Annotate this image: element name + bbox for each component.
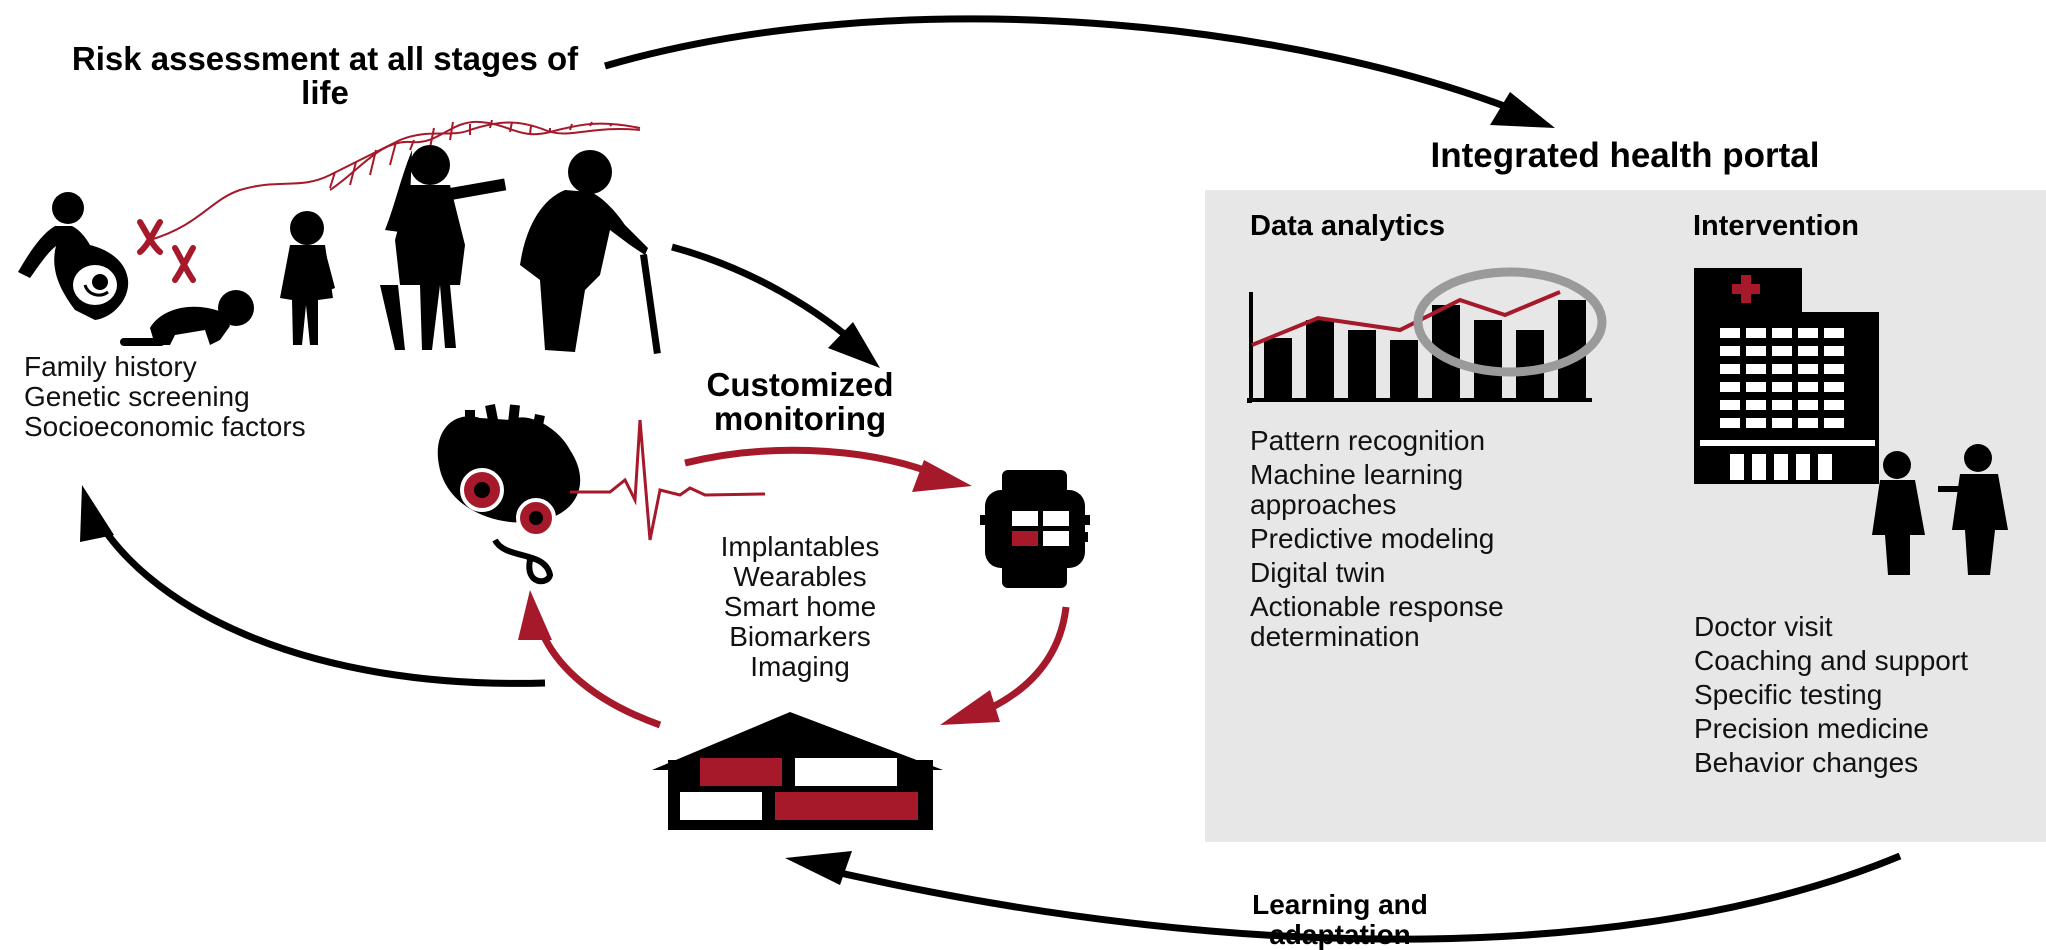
- data-analytics-heading: Data analytics: [1250, 210, 1446, 242]
- analytics-list: Pattern recognition Machine learning app…: [1250, 426, 1650, 656]
- intervention-item: Coaching and support: [1694, 645, 1968, 676]
- analytics-item: Pattern recognition: [1250, 425, 1486, 456]
- intervention-heading: Intervention: [1693, 210, 1859, 242]
- doctor-patient-icon: [1872, 444, 2008, 575]
- hospital-icon: [1694, 268, 1879, 484]
- magnifier-icon: [1413, 267, 1607, 377]
- analytics-item: Actionable response determination: [1250, 591, 1504, 652]
- monitoring-item: Imaging: [750, 651, 850, 682]
- risk-factor-list: Family history Genetic screening Socioec…: [24, 352, 324, 442]
- red-arrow-heart-to-watch: [684, 446, 972, 492]
- intervention-item: Precision medicine: [1694, 713, 1929, 744]
- child-icon: [280, 211, 335, 345]
- red-arrow-watch-to-home: [940, 606, 1070, 725]
- smart-home-icon: [652, 712, 943, 830]
- intervention-item: Doctor visit: [1694, 611, 1833, 642]
- crawling-baby-icon: [120, 290, 254, 346]
- dna-strand-icon: [149, 119, 641, 241]
- cycle-arrow-top: [604, 15, 1555, 128]
- analytics-item: Predictive modeling: [1250, 523, 1495, 554]
- ecg-wave-icon: [570, 419, 766, 541]
- cycle-arrow-bottom: [785, 851, 1902, 943]
- analytics-item: Digital twin: [1250, 557, 1386, 588]
- heart-implant-icon: [437, 404, 581, 585]
- cycle-arrow-left: [80, 485, 546, 687]
- arrow-to-monitoring: [671, 243, 880, 368]
- intervention-item: Behavior changes: [1694, 747, 1919, 778]
- risk-factor-item: Genetic screening: [24, 381, 250, 412]
- risk-factor-item: Family history: [24, 351, 197, 382]
- risk-assessment-title: Risk assessment at all stages of life: [71, 40, 579, 111]
- woman-with-tablet-icon: [380, 145, 507, 350]
- customized-monitoring-title: Customized monitoring: [706, 366, 894, 437]
- smartwatch-icon: [980, 470, 1090, 588]
- elderly-person-with-cane-icon: [520, 150, 661, 355]
- intervention-list: Doctor visit Coaching and support Specif…: [1694, 612, 2044, 782]
- monitoring-item: Wearables: [733, 561, 867, 592]
- risk-factor-item: Socioeconomic factors: [24, 411, 306, 442]
- hospital-windows: [1700, 328, 1875, 480]
- monitoring-item: Implantables: [720, 531, 880, 562]
- monitoring-item: Smart home: [723, 591, 877, 622]
- health-portal-title: Integrated health portal: [1430, 136, 1820, 175]
- intervention-item: Specific testing: [1694, 679, 1883, 710]
- chromosome-icon: [137, 219, 196, 283]
- monitoring-item: Biomarkers: [729, 621, 871, 652]
- analytics-item: Machine learning approaches: [1250, 459, 1464, 520]
- red-arrow-home-to-heart: [518, 590, 662, 729]
- monitoring-list: Implantables Wearables Smart home Biomar…: [640, 532, 960, 682]
- pregnant-woman-icon: [18, 192, 129, 320]
